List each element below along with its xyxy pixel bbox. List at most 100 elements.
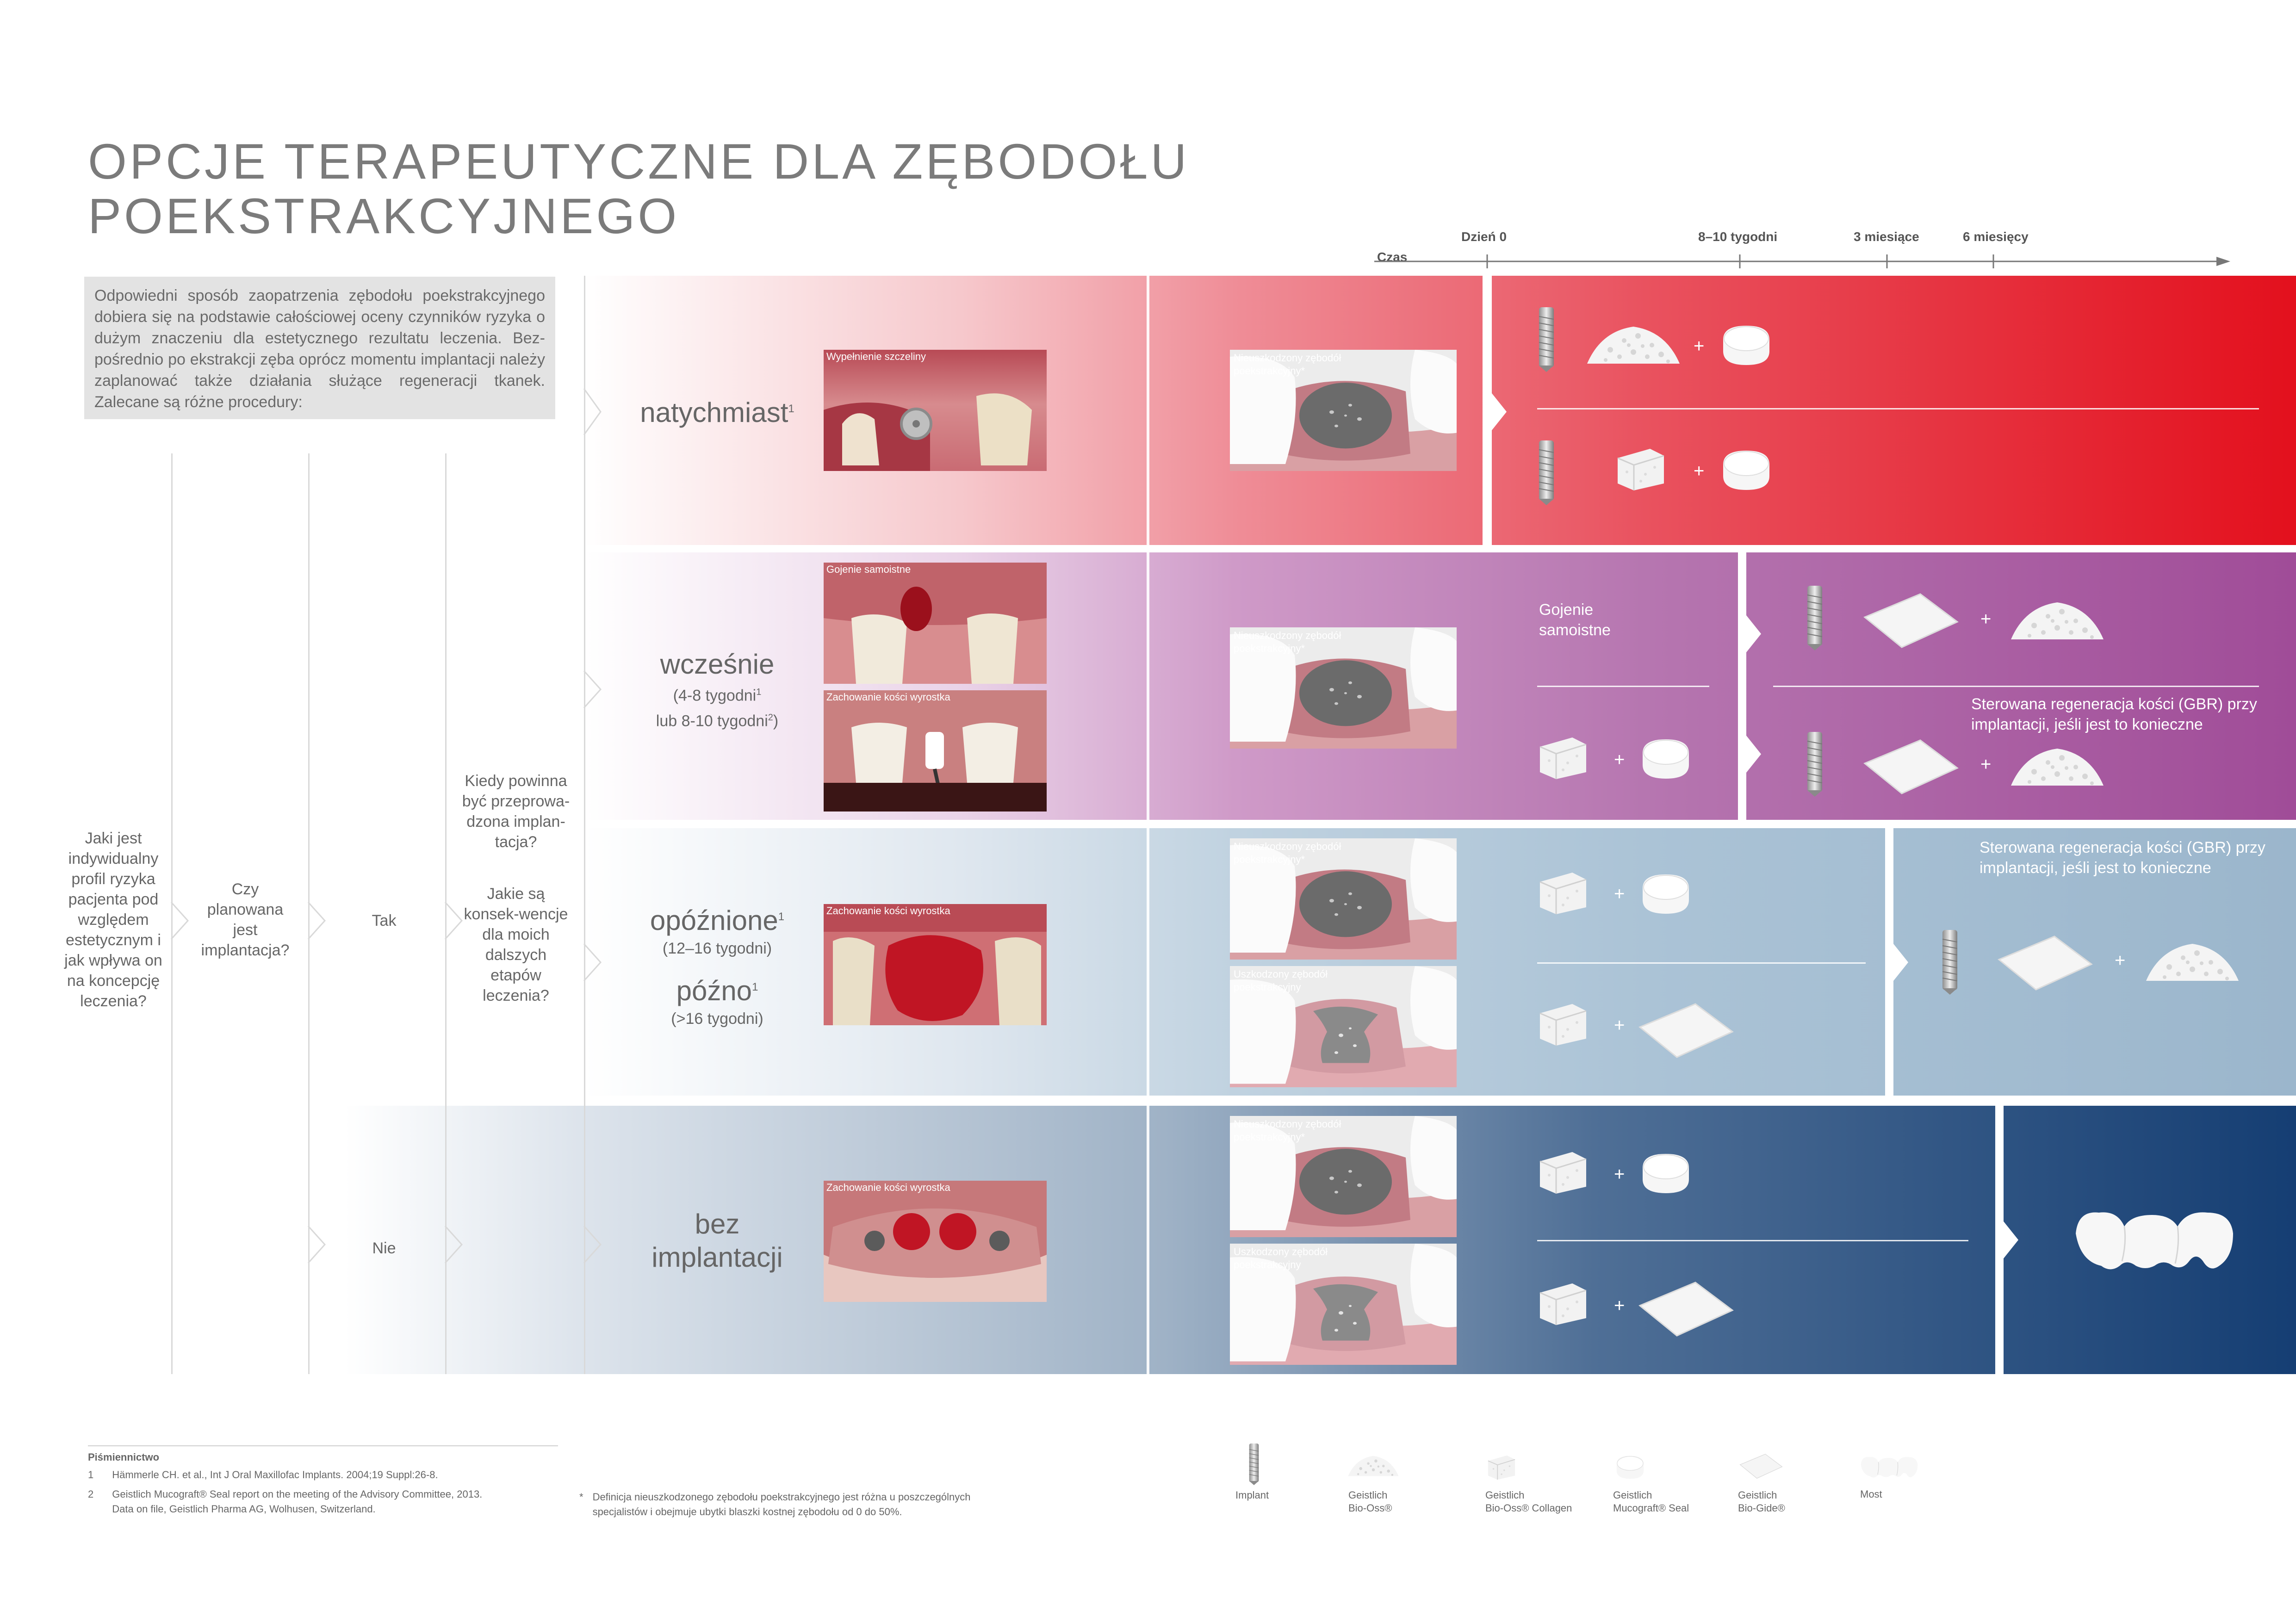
photo-spontaneous-healing: Gojenie samoistne <box>824 563 1047 684</box>
text-gbr-delayed: Sterowana regeneracja kości (GBR) przy i… <box>1980 839 2265 877</box>
question-when-implant: Kiedy powinna być przeprowa-dzona implan… <box>462 772 570 851</box>
plus-sign: + <box>1614 1015 1625 1035</box>
photo-ridge-preservation-2-caption: Zachowanie kości wyrostka <box>826 905 950 917</box>
illus-intact-socket-4-caption: Nieuszkodzony zębodół poekstrakcyjny* <box>1234 1118 1341 1143</box>
timeline-6-months: 6 miesięcy <box>1963 229 2029 244</box>
photo-ridge-preservation-1: Zachowanie kości wyrostka <box>824 690 1047 812</box>
illus-intact-socket-4: Nieuszkodzony zębodół poekstrakcyjny* <box>1230 1116 1457 1237</box>
timeline-3-months: 3 miesiące <box>1854 229 1919 244</box>
granules-icon <box>2141 935 2243 985</box>
divider-early-left <box>1537 686 1709 687</box>
category-delayed: opóźnione1 (12–16 tygodni) <box>650 905 785 957</box>
seal-icon <box>1719 446 1774 492</box>
plus-sign: + <box>1614 1164 1625 1184</box>
answer-no: Nie <box>372 1239 396 1257</box>
category-late: późno1 (>16 tygodni) <box>671 975 763 1028</box>
timeline-arrow-icon <box>1374 254 2230 268</box>
plus-sign: + <box>1614 1295 1625 1316</box>
timeline-8-10-weeks: 8–10 tygodni <box>1698 229 1778 244</box>
footnote-definition: * Definicja nieuszkodzonego zębodołu poe… <box>579 1491 971 1518</box>
photo-gap-filling: Wypełnienie szczeliny <box>824 350 1047 471</box>
answer-yes: Tak <box>372 912 397 929</box>
membrane-icon <box>1860 589 1962 650</box>
tree-line-3 <box>445 453 447 1374</box>
implant-icon <box>1537 440 1556 505</box>
tree-line-4 <box>584 276 585 1374</box>
reference-2: Geistlich Mucograft® Seal report on the … <box>112 1488 483 1515</box>
photo-gap-filling-image <box>824 393 1032 471</box>
separator-col-illus <box>1147 276 1149 1374</box>
divider-none <box>1537 1240 1968 1241</box>
references-heading: Piśmiennictwo <box>88 1451 160 1463</box>
seal-icon <box>1638 870 1694 916</box>
title-line-1: OPCJE TERAPEUTYCZNE DLA ZĘBODOŁU <box>88 133 1190 189</box>
legend-membrane-icon <box>1738 1452 1784 1480</box>
seal-icon <box>1719 321 1774 367</box>
photo-ridge-preservation-3: Zachowanie kości wyrostka <box>824 1181 1047 1302</box>
illus-intact-socket-3: Nieuszkodzony zębodół poekstrakcyjny* <box>1230 838 1457 960</box>
category-early: wcześnie (4-8 tygodni1 lub 8-10 tygodni2… <box>656 649 779 730</box>
photo-ridge-preservation-3-caption: Zachowanie kości wyrostka <box>826 1182 950 1193</box>
reference-1: Hämmerle CH. et al., Int J Oral Maxillof… <box>112 1469 438 1481</box>
text-spontaneous-healing: Gojenie samoistne <box>1539 601 1611 639</box>
illus-intact-socket-3-caption: Nieuszkodzony zębodół poekstrakcyjny* <box>1234 841 1341 865</box>
plus-sign: + <box>1694 336 1705 356</box>
illus-damaged-socket-1: Uszkodzony zębodół poekstrakcyjny <box>1230 966 1457 1087</box>
seal-icon <box>1638 735 1694 781</box>
photo-ridge-preservation-3-image <box>824 1208 1047 1302</box>
legend-bridge-icon <box>1859 1453 1919 1481</box>
separator-early <box>1738 552 1746 820</box>
collagen-block-icon <box>1535 1279 1591 1330</box>
category-no-implant: bez implantacji <box>652 1208 783 1273</box>
collagen-block-icon <box>1535 733 1591 784</box>
page-title: OPCJE TERAPEUTYCZNE DLA ZĘBODOŁU POEKSTR… <box>88 134 1189 243</box>
photo-gap-filling-caption: Wypełnienie szczeliny <box>826 351 926 362</box>
illus-intact-socket-2-caption: Nieuszkodzony zębodół poekstrakcyjny* <box>1234 630 1341 654</box>
references: Piśmiennictwo 1 Hämmerle CH. et al., Int… <box>88 1450 597 1517</box>
collagen-block-icon <box>1613 444 1669 495</box>
divider-immediate <box>1537 408 2259 409</box>
plus-sign: + <box>1614 884 1625 904</box>
granules-icon <box>1582 317 1684 368</box>
legend-bridge-label: Most <box>1860 1488 1882 1500</box>
tree-line-1 <box>171 453 173 1374</box>
intro-box: Odpowiedni sposób zaopatrzenia zębodołu … <box>84 277 555 419</box>
photo-spontaneous-healing-image <box>824 563 1047 684</box>
separator-none <box>1995 1106 2004 1374</box>
photo-ridge-preservation-1-image <box>824 723 1047 812</box>
question-implant-planned: Czy planowana jest implantacja? <box>201 880 290 959</box>
granules-icon <box>2006 593 2108 644</box>
bridge-icon <box>2071 1201 2238 1280</box>
implant-icon <box>1806 732 1824 797</box>
membrane-icon <box>1635 999 1737 1059</box>
membrane-icon <box>1994 932 2096 992</box>
photo-ridge-preservation-1-caption: Zachowanie kości wyrostka <box>826 691 950 703</box>
divider-early-right <box>1773 686 2259 687</box>
illus-intact-socket-1: Nieuszkodzony zębodół poekstrakcyjny* <box>1230 350 1457 471</box>
timeline: Czas Dzień 0 8–10 tygodni 3 miesiące 6 m… <box>1374 227 2230 273</box>
illus-damaged-socket-2-caption: Uszkodzony zębodół poekstrakcyjny <box>1234 1246 1328 1270</box>
category-immediate: natychmiast1 <box>640 397 794 428</box>
legend-implant-label: Implant <box>1235 1489 1269 1501</box>
legend-seal-icon <box>1614 1453 1646 1481</box>
photo-spontaneous-healing-caption: Gojenie samoistne <box>826 564 911 575</box>
plus-sign: + <box>1614 750 1625 770</box>
membrane-icon <box>1860 736 1962 796</box>
membrane-icon <box>1635 1278 1737 1338</box>
granules-icon <box>2006 739 2108 790</box>
photo-ridge-preservation-2: Zachowanie kości wyrostka <box>824 904 1047 1025</box>
implant-icon <box>1806 586 1824 650</box>
illus-damaged-socket-2: Uszkodzony zębodół poekstrakcyjny <box>1230 1244 1457 1365</box>
title-line-2: POEKSTRAKCYJNEGO <box>88 188 680 244</box>
timeline-day0: Dzień 0 <box>1461 229 1507 244</box>
text-gbr-early: Sterowana regeneracja kości (GBR) przy i… <box>1971 695 2257 733</box>
legend-collagen-block-icon <box>1485 1453 1518 1482</box>
illus-intact-socket-2: Nieuszkodzony zębodół poekstrakcyjny* <box>1230 627 1457 749</box>
seal-icon <box>1638 1149 1694 1196</box>
plus-sign: + <box>2115 950 2126 971</box>
